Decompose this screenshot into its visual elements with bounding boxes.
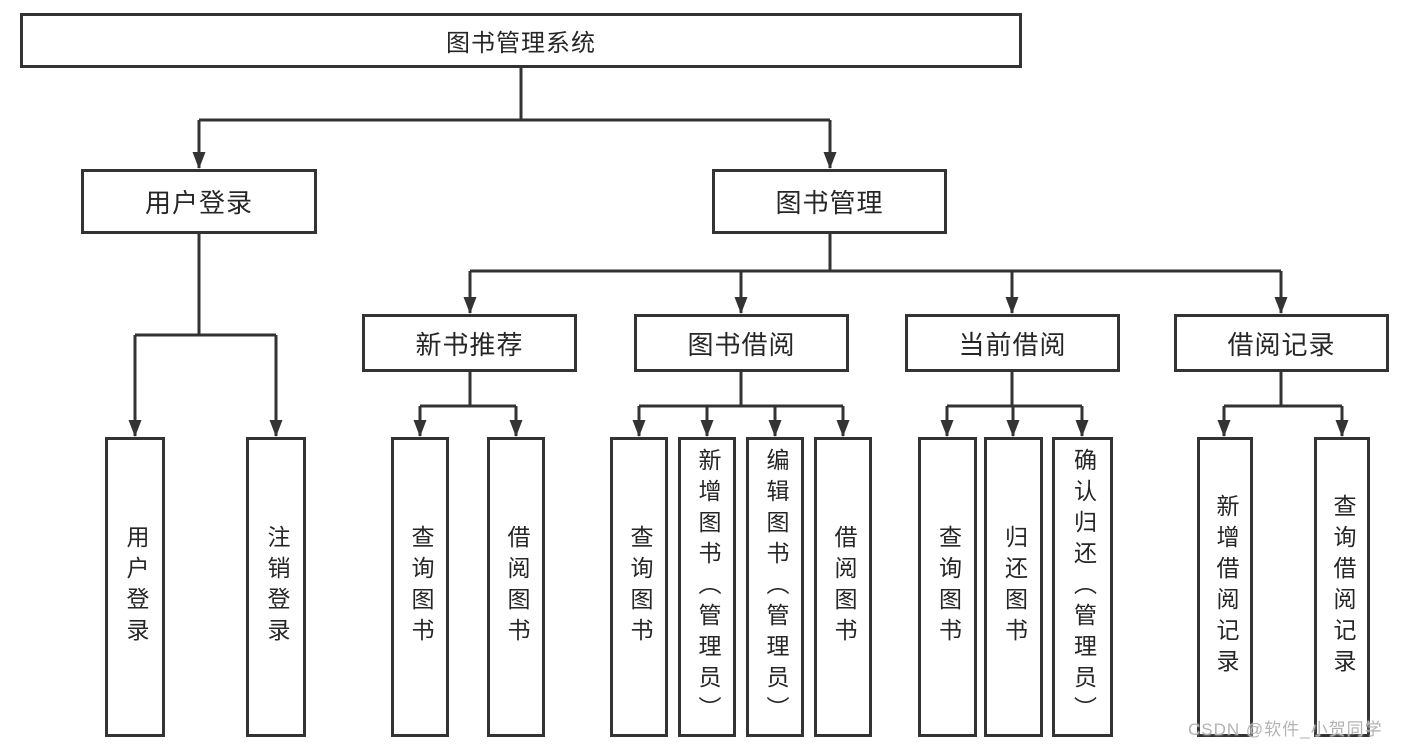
leaf-return-books-label: 归还图书 xyxy=(1001,525,1028,649)
leaf-query-borrow-record-label: 查询借阅记录 xyxy=(1329,494,1356,680)
leaf-query-books-2-label: 查询图书 xyxy=(626,525,653,649)
book-management-label: 图书管理 xyxy=(775,188,884,218)
leaf-confirm-return-admin-label: 确认归还（管理员） xyxy=(1070,447,1097,727)
leaf-add-books-admin-label: 新增图书（管理员） xyxy=(694,447,721,727)
leaf-add-borrow-record-node: 新增借阅记录 xyxy=(1197,437,1253,737)
leaf-query-books-2-node: 查询图书 xyxy=(610,437,668,737)
book-borrowing-label: 图书借阅 xyxy=(687,329,796,360)
leaf-borrow-books-label: 借阅图书 xyxy=(503,525,530,649)
leaf-edit-books-admin-label: 编辑图书（管理员） xyxy=(762,447,789,727)
leaf-query-books-3-node: 查询图书 xyxy=(918,437,977,737)
book-borrowing-node: 图书借阅 xyxy=(634,314,849,372)
book-management-node: 图书管理 xyxy=(712,169,947,234)
root-node: 图书管理系统 xyxy=(20,13,1022,68)
new-book-recommendation-label: 新书推荐 xyxy=(415,329,524,360)
leaf-add-borrow-record-label: 新增借阅记录 xyxy=(1212,494,1239,680)
current-borrowing-node: 当前借阅 xyxy=(905,314,1120,372)
leaf-return-books-node: 归还图书 xyxy=(984,437,1043,737)
borrowing-records-node: 借阅记录 xyxy=(1174,314,1389,372)
new-book-recommendation-node: 新书推荐 xyxy=(362,314,577,372)
leaf-user-login-label: 用户登录 xyxy=(122,525,149,649)
leaf-edit-books-admin-node: 编辑图书（管理员） xyxy=(746,437,804,737)
connectors xyxy=(128,68,1349,437)
leaf-borrow-books-2-label: 借阅图书 xyxy=(830,525,857,649)
leaf-logout-label: 注销登录 xyxy=(263,525,290,649)
leaf-confirm-return-admin-node: 确认归还（管理员） xyxy=(1052,437,1113,737)
leaf-borrow-books-node: 借阅图书 xyxy=(487,437,545,737)
leaf-query-books-label: 查询图书 xyxy=(407,525,434,649)
user-login-label: 用户登录 xyxy=(144,188,253,218)
root-label: 图书管理系统 xyxy=(446,30,596,57)
leaf-user-login-node: 用户登录 xyxy=(105,437,165,737)
borrowing-records-label: 借阅记录 xyxy=(1227,329,1336,360)
leaf-query-books-3-label: 查询图书 xyxy=(935,525,962,649)
current-borrowing-label: 当前借阅 xyxy=(958,329,1067,360)
leaf-query-borrow-record-node: 查询借阅记录 xyxy=(1314,437,1370,737)
user-login-node: 用户登录 xyxy=(81,169,317,234)
leaf-query-books-node: 查询图书 xyxy=(391,437,449,737)
leaf-logout-node: 注销登录 xyxy=(246,437,306,737)
leaf-borrow-books-2-node: 借阅图书 xyxy=(814,437,872,737)
csdn-watermark: CSDN @软件_小贺同学 xyxy=(1188,720,1383,739)
leaf-add-books-admin-node: 新增图书（管理员） xyxy=(678,437,736,737)
